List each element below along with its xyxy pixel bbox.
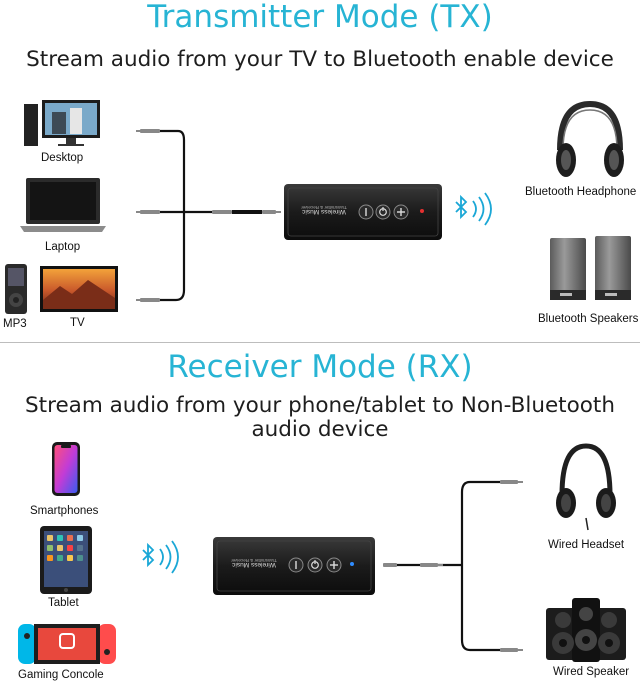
- tx-title: Transmitter Mode (TX): [147, 0, 493, 35]
- bluetooth-icon: [455, 192, 492, 226]
- tx-plugs: [136, 129, 281, 302]
- gaming-console-icon: [18, 624, 116, 664]
- mp3-icon: [5, 264, 27, 314]
- rx-subtitle-line1: Stream audio from your phone/tablet to N…: [25, 393, 615, 418]
- desktop-icon: [24, 100, 100, 146]
- rx-output-label: Wired Speaker: [553, 666, 630, 678]
- tx-device-sublabel: Transmitter & Receiver: [301, 205, 347, 210]
- plus-icon: [397, 208, 405, 216]
- smartphone-icon: [52, 442, 80, 496]
- tx-output-label: Bluetooth Speakers: [538, 313, 639, 325]
- rx-title: Receiver Mode (RX): [167, 349, 473, 385]
- tx-source-cables: [160, 129, 212, 302]
- tx-source-label: Desktop: [41, 152, 84, 164]
- tx-device-label: Wireless Music: [301, 208, 345, 215]
- tx-source-label: TV: [70, 317, 85, 329]
- tx-source-label: MP3: [3, 318, 27, 330]
- bluetooth-headphone-icon: [556, 100, 624, 177]
- plus-icon: [330, 561, 338, 569]
- rx-source-label: Gaming Concole: [18, 669, 104, 681]
- tx-device: [284, 184, 442, 240]
- tx-output-label: Bluetooth Headphone: [525, 186, 637, 198]
- power-icon: [379, 207, 387, 216]
- section-divider: [0, 342, 640, 343]
- wired-speaker-icon: [546, 598, 626, 662]
- rx-source-label: Tablet: [48, 597, 79, 609]
- tx-source-label: Laptop: [45, 241, 81, 253]
- rx-plugs: [383, 480, 523, 652]
- rx-device: [213, 537, 375, 595]
- rx-subtitle-line2: audio device: [251, 417, 389, 442]
- bluetooth-icon: [142, 540, 179, 574]
- rx-output-label: Wired Headset: [548, 539, 625, 551]
- tablet-icon: [40, 526, 92, 594]
- tx-subtitle: Stream audio from your TV to Bluetooth e…: [26, 47, 614, 72]
- power-icon: [311, 560, 319, 569]
- rx-source-label: Smartphones: [30, 505, 99, 517]
- rx-device-label: Wireless Music: [231, 561, 275, 568]
- bluetooth-speakers-icon: [550, 236, 631, 300]
- laptop-icon: [20, 178, 106, 232]
- tv-icon: [40, 266, 118, 312]
- rx-device-sublabel: Transmitter & Receiver: [231, 558, 277, 563]
- wired-headset-icon: [556, 443, 616, 531]
